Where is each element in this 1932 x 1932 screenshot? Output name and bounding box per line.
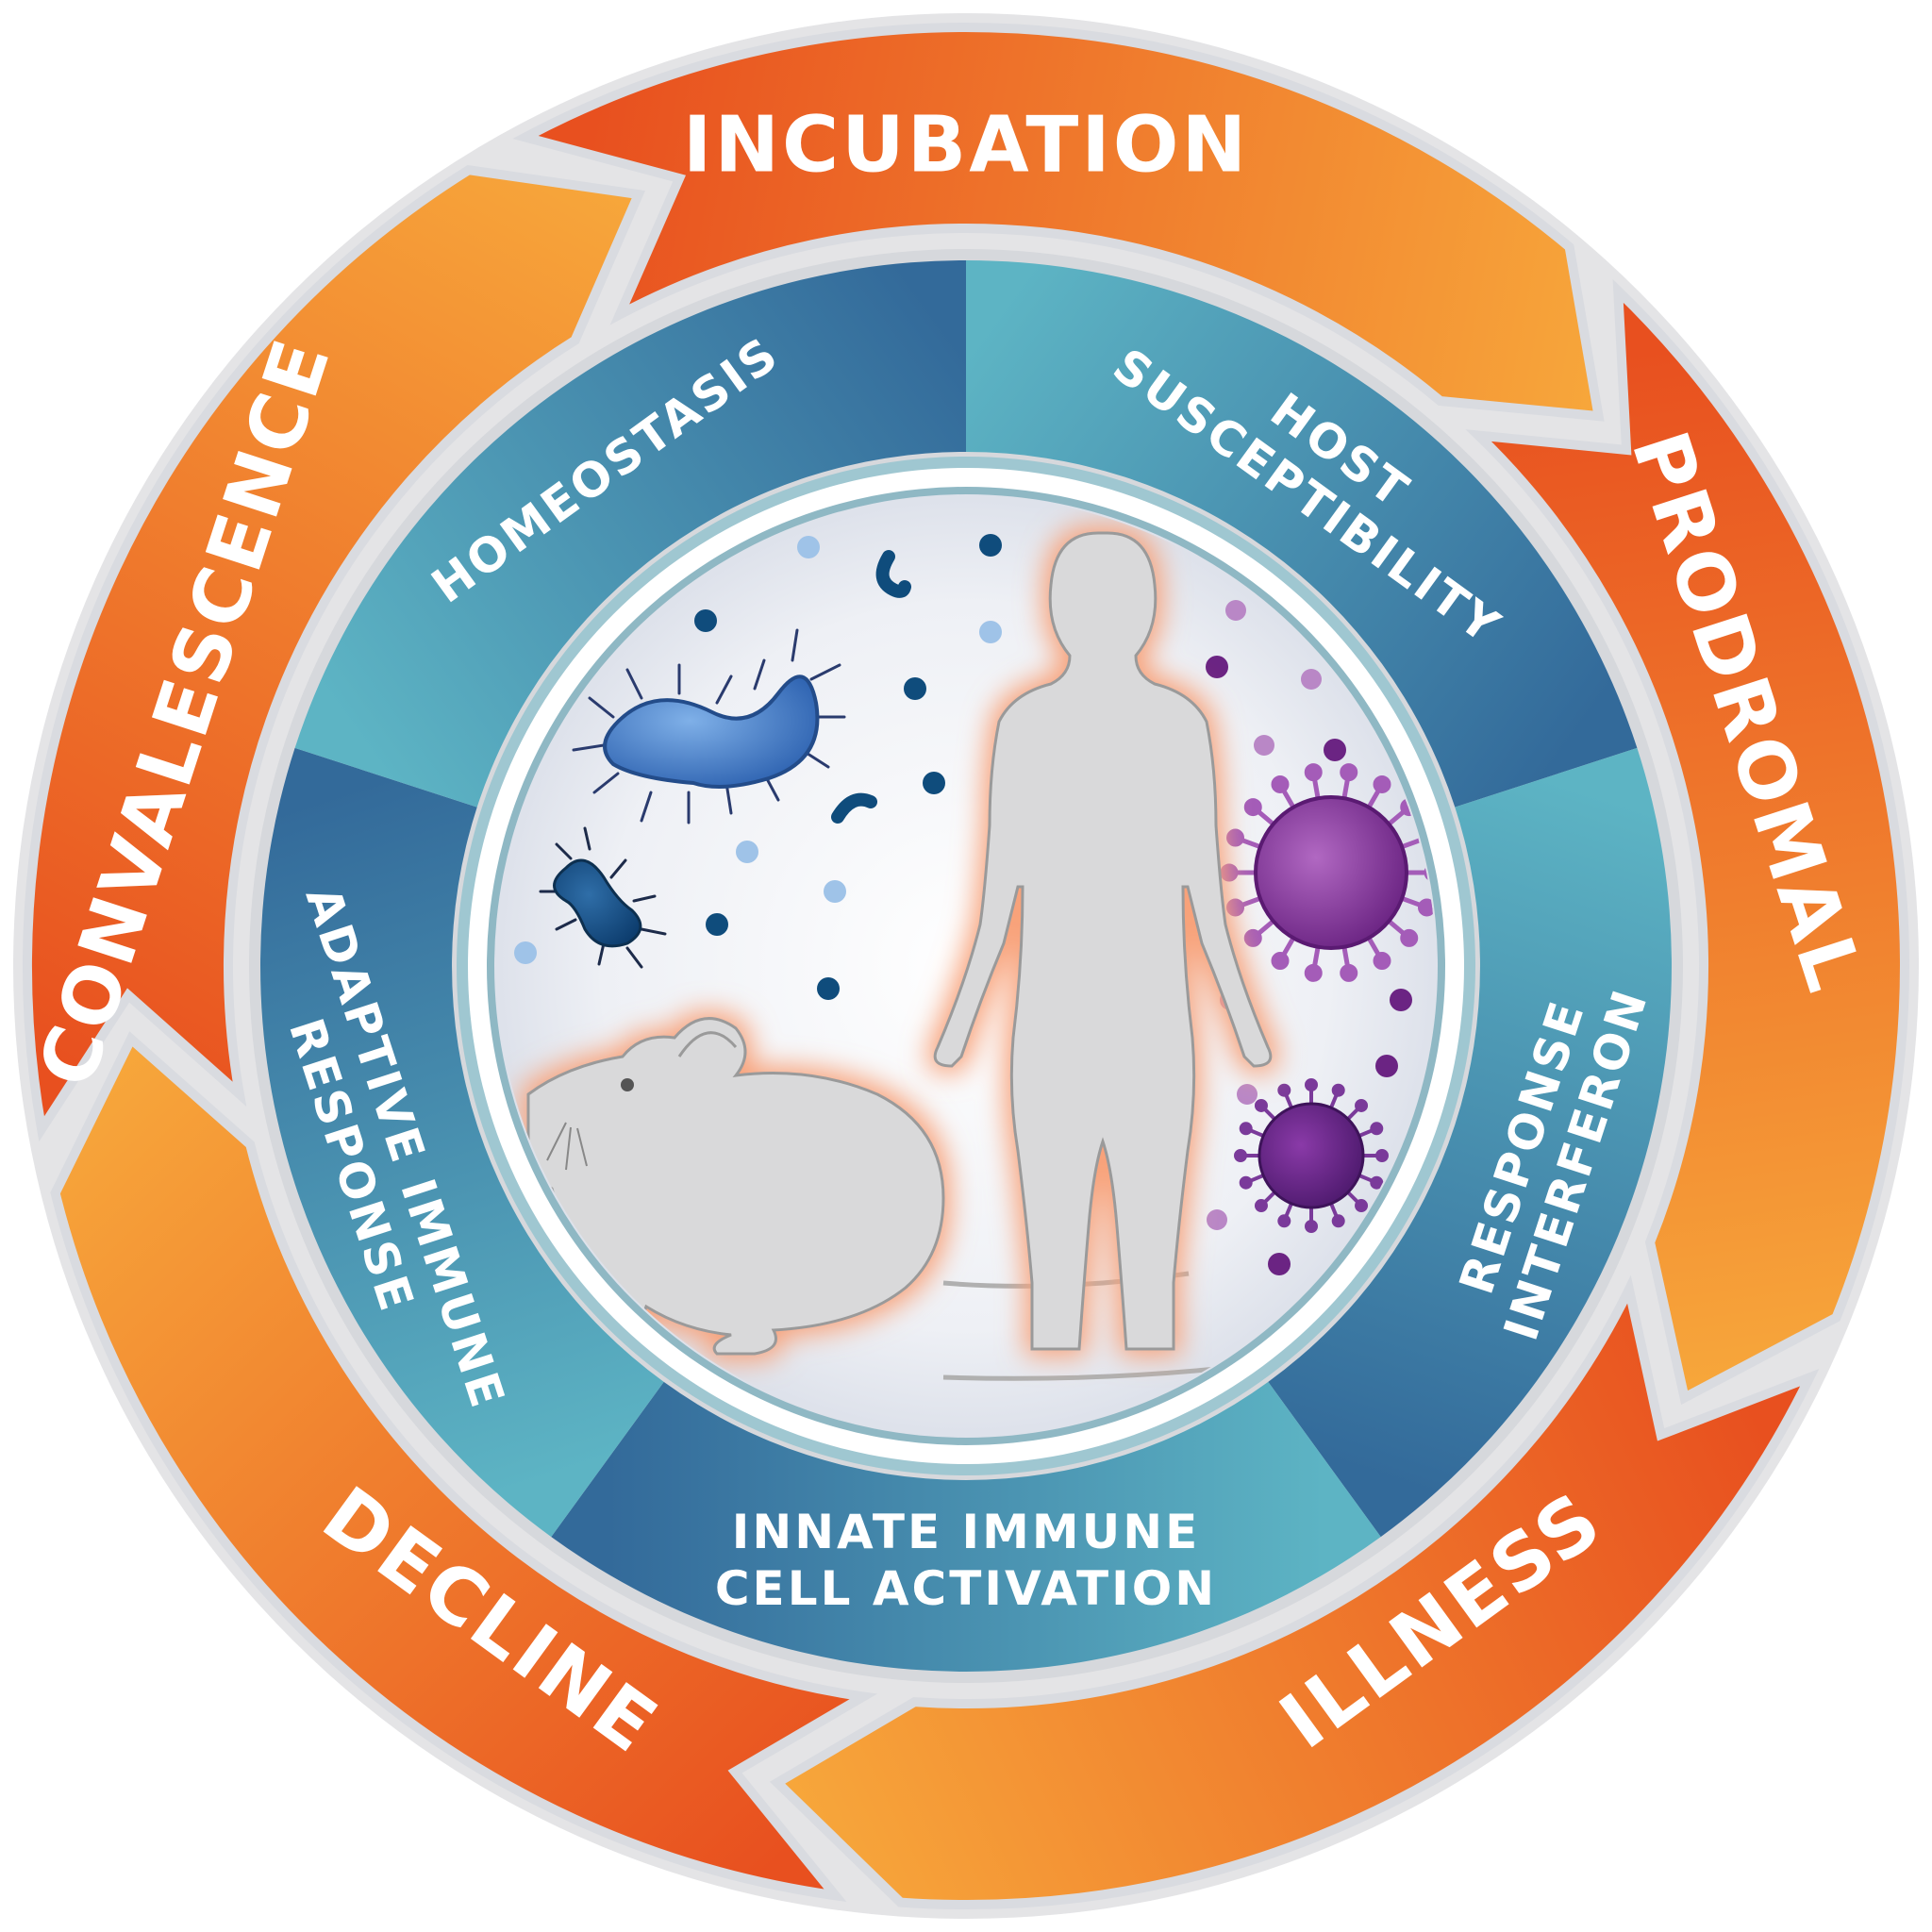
- response-ring: [260, 260, 1672, 1672]
- stage-arrow-convalescence: [23, 164, 645, 1142]
- particles: [514, 534, 1412, 1275]
- bacteria-icon: [572, 628, 846, 824]
- response-label-innate-immune-0: INNATE IMMUNE: [732, 1505, 1201, 1559]
- response-sector-adaptive-immune: [260, 747, 664, 1538]
- response-sector-homeostasis: [294, 260, 967, 808]
- response-sector-interferon-response: [1268, 747, 1672, 1538]
- stage-label-incubation: INCUBATION: [683, 101, 1249, 191]
- human-silhouette: [933, 531, 1273, 1351]
- stage-arrow-prodromal: [1465, 278, 1909, 1406]
- response-sector-innate-immune: [551, 1381, 1381, 1672]
- bacteria-icon: [539, 826, 667, 969]
- virus-icon: [1234, 1078, 1389, 1233]
- center-illustration: [514, 531, 1436, 1381]
- response-sector-host-susceptibility: [966, 260, 1638, 808]
- disease-stage-ring: [23, 23, 1909, 1909]
- stage-arrow-illness: [769, 1274, 1820, 1909]
- virus-icon: [1220, 763, 1436, 982]
- stage-arrow-incubation: [512, 23, 1605, 422]
- stage-arrow-decline: [50, 1031, 878, 1903]
- response-label-innate-immune-1: CELL ACTIVATION: [715, 1561, 1217, 1616]
